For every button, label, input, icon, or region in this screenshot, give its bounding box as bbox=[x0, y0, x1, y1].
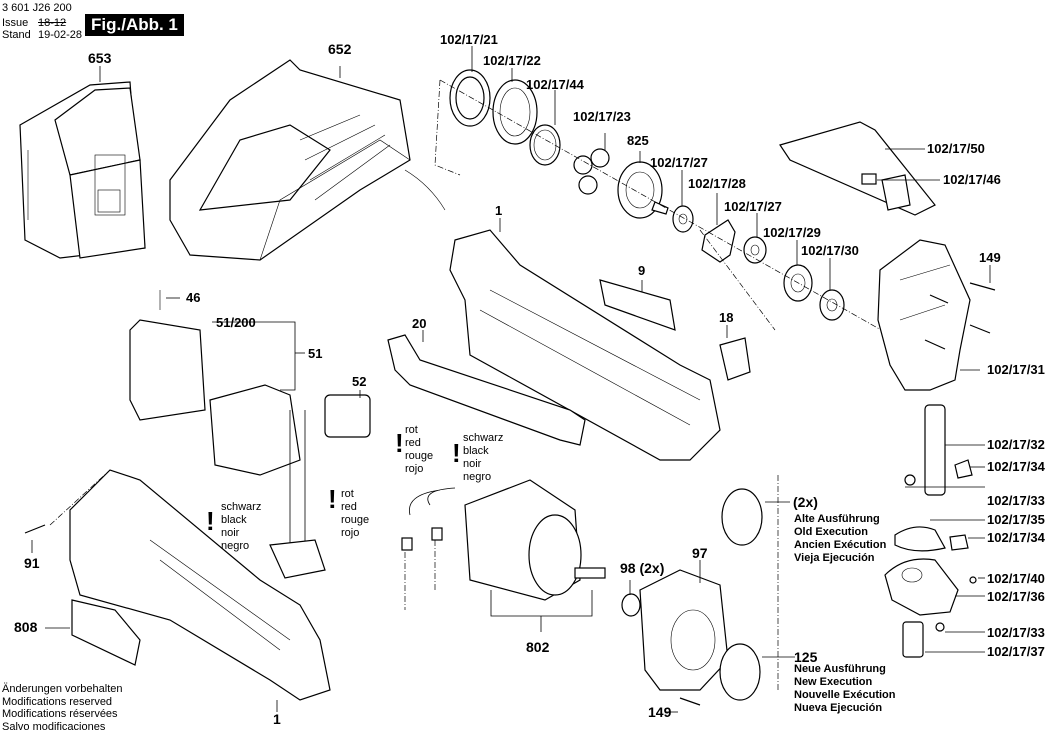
part-label-102-17-27a: 102/17/27 bbox=[650, 155, 708, 170]
part-label-102-17-36: 102/17/36 bbox=[987, 589, 1045, 604]
part-label-46: 46 bbox=[186, 290, 201, 305]
issue-value: 18-12 bbox=[38, 17, 67, 29]
part-label-653: 653 bbox=[88, 50, 112, 66]
part-label-102-17-32: 102/17/32 bbox=[987, 437, 1045, 452]
part-label-149-top: 149 bbox=[979, 250, 1001, 265]
issue-label: Issue bbox=[2, 17, 29, 29]
old-execution-note: Alte Ausführung Old Execution Ancien Exé… bbox=[794, 513, 887, 564]
part-label-102-17-30: 102/17/30 bbox=[801, 243, 859, 258]
part-label-102-17-34a: 102/17/34 bbox=[987, 459, 1045, 474]
part-label-102-17-28: 102/17/28 bbox=[688, 176, 746, 191]
part-label-97: 97 bbox=[692, 545, 708, 561]
part-label-52: 52 bbox=[352, 374, 367, 389]
part-label-102-17-37: 102/17/37 bbox=[987, 644, 1045, 659]
warning-icon: ! bbox=[452, 438, 461, 468]
part-label-102-17-33b: 102/17/33 bbox=[987, 625, 1045, 640]
part-label-102-17-23: 102/17/23 bbox=[573, 109, 631, 124]
part-label-102-17-35: 102/17/35 bbox=[987, 512, 1045, 527]
gear-housing-drawing bbox=[639, 475, 779, 706]
part-label-825: 825 bbox=[627, 133, 649, 148]
switch-assembly-drawing bbox=[129, 290, 371, 579]
part-label-18: 18 bbox=[719, 310, 734, 325]
part-label-98: 98 (2x) bbox=[620, 560, 665, 576]
housing-half-drawing bbox=[24, 469, 331, 701]
part-label-51: 51 bbox=[308, 346, 323, 361]
part-label-802: 802 bbox=[526, 639, 550, 655]
part-label-51-200: 51/200 bbox=[216, 315, 256, 330]
part-label-102-17-33a: 102/17/33 bbox=[987, 493, 1045, 508]
part-label-149-bottom: 149 bbox=[648, 704, 672, 720]
modifications-disclaimer: Änderungen vorbehalten Modifications res… bbox=[2, 683, 123, 733]
part-label-91: 91 bbox=[24, 555, 40, 571]
part-number: 3 601 J26 200 bbox=[2, 2, 72, 14]
die-drawing bbox=[884, 558, 977, 658]
wire-note-red-switch: rot red rouge rojo bbox=[341, 488, 370, 539]
wire-note-red-motor: rot red rouge rojo bbox=[405, 424, 434, 475]
wire-note-black-switch: schwarz black noir negro bbox=[221, 501, 262, 552]
part-label-102-17-21: 102/17/21 bbox=[440, 32, 498, 47]
part-label-102-17-27b: 102/17/27 bbox=[724, 199, 782, 214]
warning-icon: ! bbox=[395, 428, 404, 458]
leader-lines bbox=[31, 46, 991, 713]
gear-parts-drawing bbox=[434, 69, 891, 336]
new-execution-note: Neue Ausführung New Execution Nouvelle E… bbox=[794, 663, 896, 714]
wire-note-black-motor: schwarz black noir negro bbox=[463, 432, 504, 483]
part-label-20: 20 bbox=[412, 316, 427, 331]
main-housing-drawing bbox=[387, 229, 776, 461]
part-label-9: 9 bbox=[638, 263, 646, 278]
part-label-102-17-31: 102/17/31 bbox=[987, 362, 1045, 377]
warning-icon: ! bbox=[206, 506, 215, 536]
part-label-102-17-22: 102/17/22 bbox=[483, 53, 541, 68]
part-label-102-17-34b: 102/17/34 bbox=[987, 530, 1045, 545]
part-label-102-17-40: 102/17/40 bbox=[987, 571, 1045, 586]
motor-drawing bbox=[401, 479, 641, 632]
charger-drawing bbox=[169, 59, 446, 261]
figure-badge: Fig./Abb. 1 bbox=[85, 14, 184, 36]
punch-drawing bbox=[894, 404, 973, 552]
head-housing-drawing bbox=[877, 239, 996, 391]
part-label-102-17-50: 102/17/50 bbox=[927, 141, 985, 156]
part-label-125: 125 bbox=[794, 649, 818, 665]
part-label-652: 652 bbox=[328, 41, 352, 57]
part-label-1-bottom: 1 bbox=[273, 711, 281, 727]
cover-plate-drawing bbox=[779, 121, 936, 216]
part-label-102-17-44: 102/17/44 bbox=[526, 77, 584, 92]
stand-label: Stand bbox=[2, 29, 31, 41]
part-label-102-17-29: 102/17/29 bbox=[763, 225, 821, 240]
part-label-808: 808 bbox=[14, 619, 38, 635]
part-label-102-17-46: 102/17/46 bbox=[943, 172, 1001, 187]
warning-icon: ! bbox=[328, 484, 337, 514]
battery-pack-drawing bbox=[19, 81, 146, 259]
part-label-1-top: 1 bbox=[495, 203, 503, 218]
part-label-2x: (2x) bbox=[793, 494, 818, 510]
stand-value: 19-02-28 bbox=[38, 29, 83, 41]
